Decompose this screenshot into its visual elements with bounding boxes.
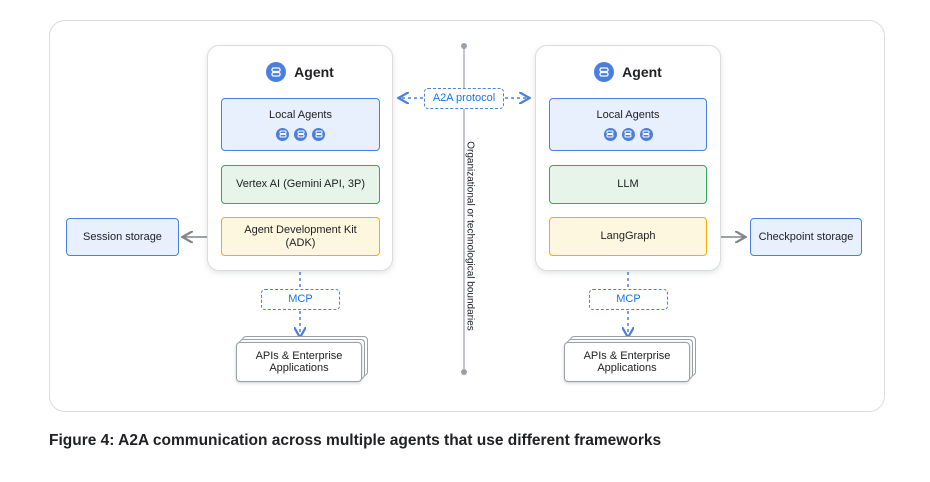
left-agent-title: Agent <box>208 62 392 82</box>
right-apis-stack: APIs & Enterprise Applications <box>564 336 696 382</box>
right-model-box: LLM <box>549 165 707 204</box>
right-apis-card: APIs & Enterprise Applications <box>564 342 690 382</box>
agent-icon <box>594 62 615 82</box>
left-model-label: Vertex AI (Gemini API, 3P) <box>236 178 365 190</box>
right-mcp-box: MCP <box>589 289 668 310</box>
agent-icon <box>603 127 617 141</box>
left-framework-box: Agent Development Kit (ADK) <box>221 217 380 256</box>
right-framework-box: LangGraph <box>549 217 707 256</box>
left-local-agents: Local Agents <box>221 98 380 151</box>
right-model-label: LLM <box>617 178 639 190</box>
agent-icon <box>266 62 287 82</box>
agent-icon <box>621 127 635 141</box>
left-mcp-label: MCP <box>288 293 313 305</box>
agent-icon <box>312 127 325 141</box>
right-framework-label: LangGraph <box>600 230 656 242</box>
agent-icon <box>639 127 653 141</box>
boundary-label: Organizational or technological boundari… <box>464 141 476 331</box>
agent-icon <box>294 127 307 141</box>
right-agent-title-text: Agent <box>622 64 662 80</box>
checkpoint-storage-label: Checkpoint storage <box>758 230 854 243</box>
a2a-protocol-label: A2A protocol <box>424 88 504 109</box>
left-apis-card: APIs & Enterprise Applications <box>236 342 362 382</box>
left-model-box: Vertex AI (Gemini API, 3P) <box>221 165 380 204</box>
left-local-agents-label: Local Agents <box>269 108 332 121</box>
left-framework-label: Agent Development Kit (ADK) <box>244 223 357 249</box>
diagram-frame <box>49 20 885 412</box>
session-storage-label: Session storage <box>83 230 162 243</box>
right-agent-title: Agent <box>536 62 720 82</box>
right-mcp-label: MCP <box>616 293 641 305</box>
right-local-agents-label: Local Agents <box>596 108 660 121</box>
left-agent-title-text: Agent <box>294 64 334 80</box>
left-apis-stack: APIs & Enterprise Applications <box>236 336 368 382</box>
right-apis-label: APIs & Enterprise Applications <box>583 350 671 374</box>
right-local-agents: Local Agents <box>549 98 707 151</box>
figure-caption: Figure 4: A2A communication across multi… <box>49 432 662 449</box>
session-storage-box: Session storage <box>66 218 179 256</box>
agent-icon <box>276 127 289 141</box>
a2a-protocol-text: A2A protocol <box>432 92 496 104</box>
left-apis-label: APIs & Enterprise Applications <box>255 350 343 374</box>
checkpoint-storage-box: Checkpoint storage <box>750 218 862 256</box>
left-mcp-box: MCP <box>261 289 340 310</box>
